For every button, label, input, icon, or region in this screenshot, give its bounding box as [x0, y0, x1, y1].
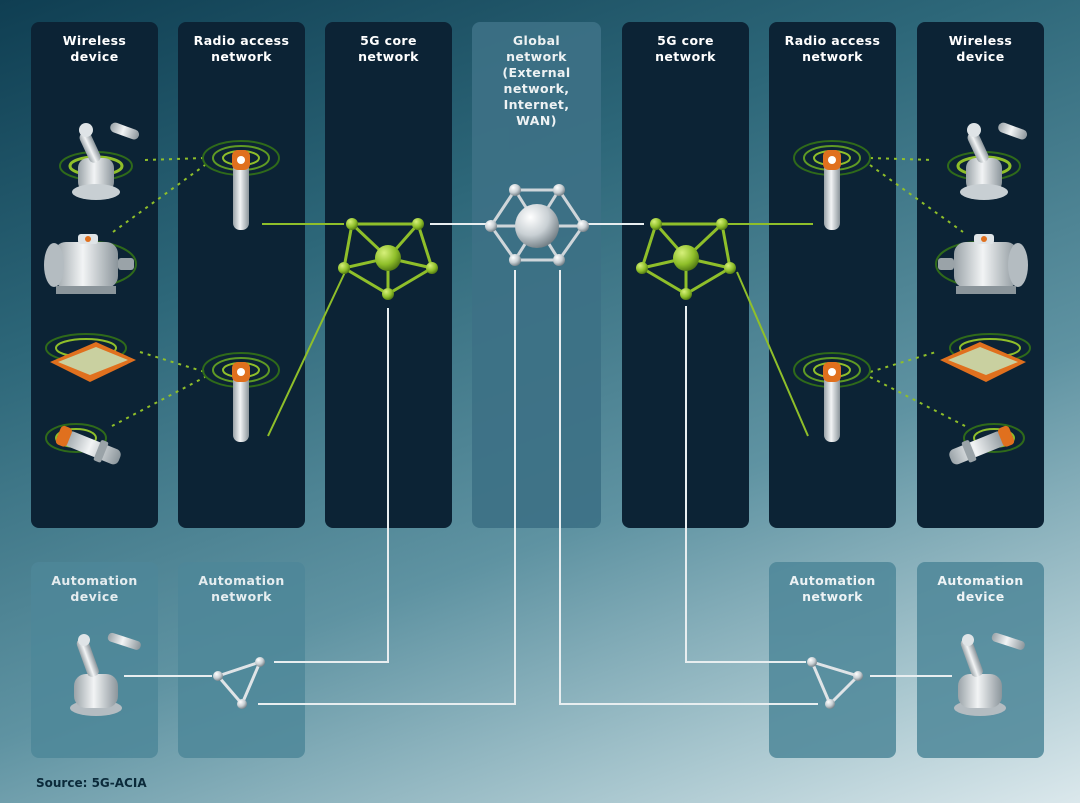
robot-arm-icon: [954, 632, 1025, 716]
column-global-network: Global network (External network, Intern…: [472, 22, 601, 528]
automation-triangle-icon: [213, 657, 265, 709]
column-automation-network-left: Automation network: [178, 562, 305, 758]
sensor-plate-icon: [940, 333, 1031, 382]
column-title: Wireless device: [62, 33, 127, 64]
core-node-icon: [636, 218, 736, 300]
column-title: Wireless device: [948, 33, 1013, 64]
column-title: Automation network: [198, 573, 285, 604]
column-title: Radio access network: [784, 33, 881, 64]
column-title: 5G core network: [655, 33, 716, 64]
global-node-icon: [485, 184, 589, 266]
motor-icon: [44, 234, 137, 294]
column-title: Automation device: [51, 573, 138, 604]
radio-antenna-icon: [793, 352, 871, 442]
motor-icon: [935, 234, 1028, 294]
column-title: Global network (External network, Intern…: [502, 33, 571, 128]
column-title: Radio access network: [193, 33, 290, 64]
wireless-links: [111, 157, 966, 427]
sensor-plate-icon: [45, 333, 136, 382]
source-caption: Source: 5G-ACIA: [36, 776, 147, 790]
column-ran-left: Radio access network: [178, 22, 305, 528]
column-title: Automation network: [789, 573, 876, 604]
robot-arm-icon: [70, 632, 141, 716]
column-automation-network-right: Automation network: [769, 562, 896, 758]
column-title: 5G core network: [358, 33, 419, 64]
core-node-icon: [338, 218, 438, 300]
column-automation-device-right: Automation device: [917, 562, 1044, 758]
radio-antenna-icon: [793, 140, 871, 230]
proximity-sensor-icon: [949, 423, 1025, 465]
backbone-links: [124, 223, 952, 705]
core-links: [262, 223, 813, 437]
radio-antenna-icon: [202, 352, 280, 442]
robot-arm-icon: [947, 122, 1028, 200]
column-ran-right: Radio access network: [769, 22, 896, 528]
proximity-sensor-icon: [45, 423, 121, 465]
column-title: Automation device: [937, 573, 1024, 604]
automation-triangle-icon: [807, 657, 863, 709]
radio-antenna-icon: [202, 140, 280, 230]
robot-arm-icon: [59, 122, 140, 200]
